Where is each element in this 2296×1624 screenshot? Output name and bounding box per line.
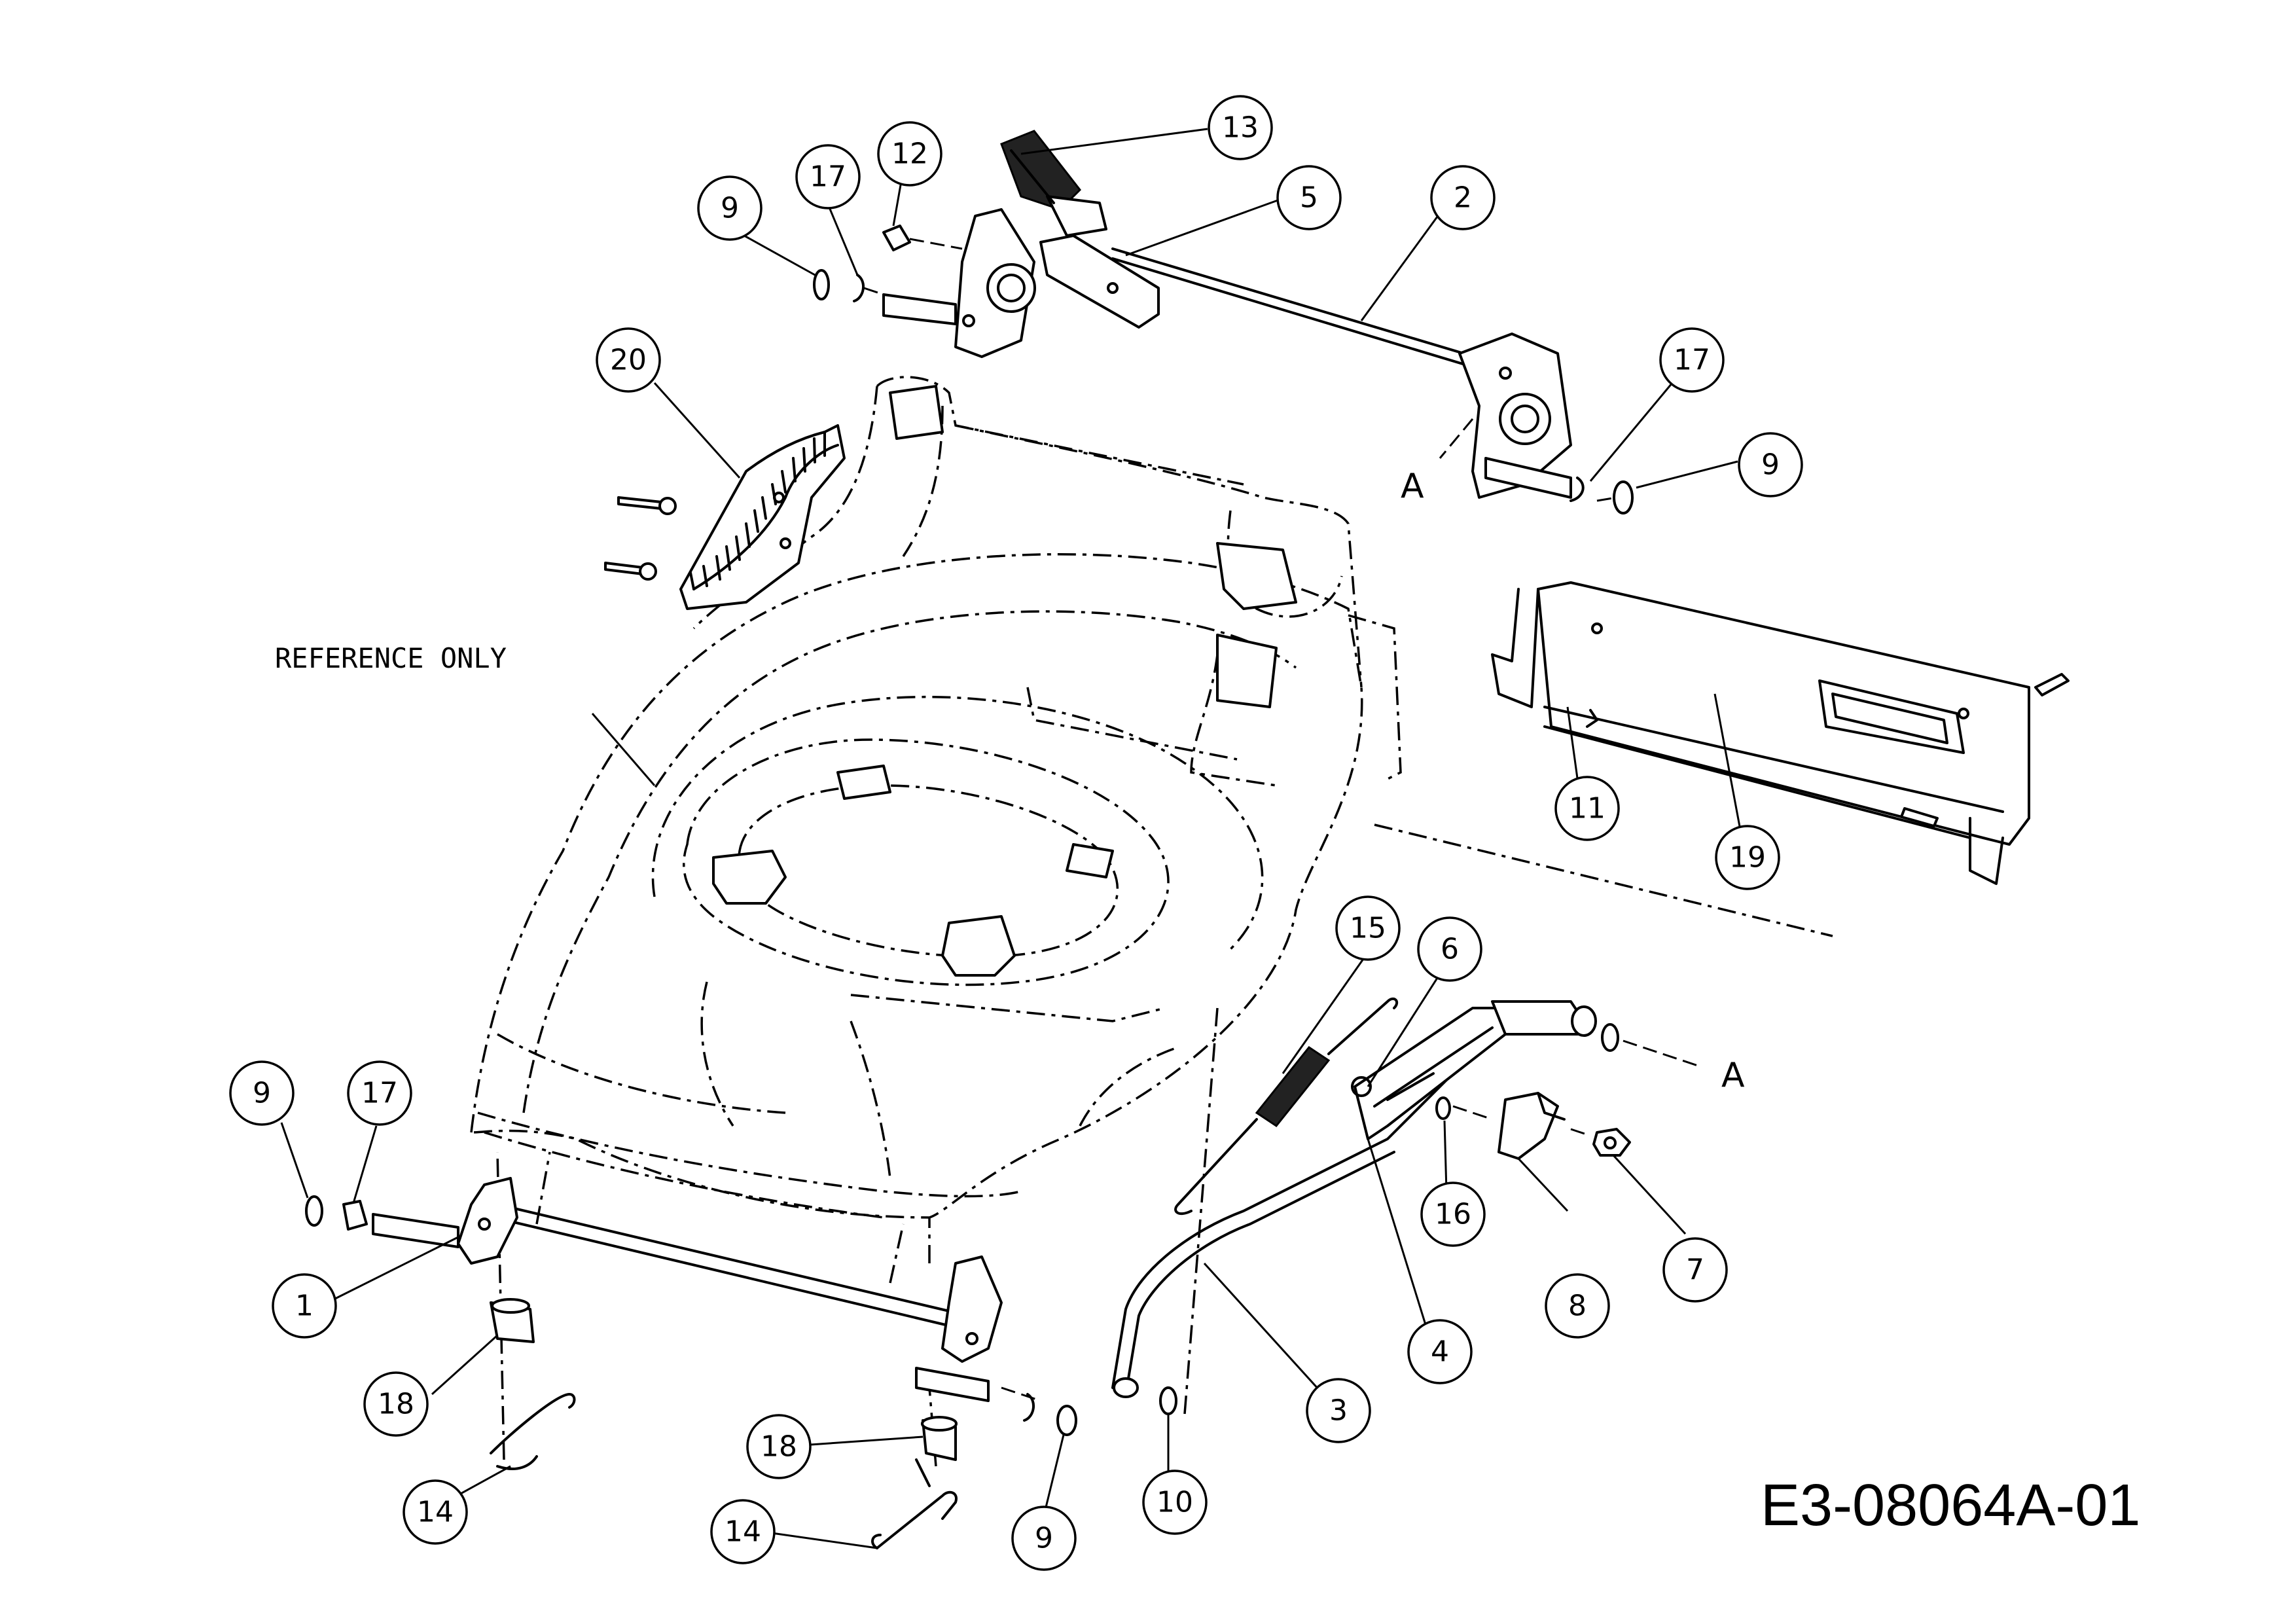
plate-teeth (689, 431, 826, 590)
svg-text:16: 16 (1435, 1198, 1471, 1231)
callout-18-left: 18 (363, 1371, 429, 1437)
callout-16: 16 (1420, 1182, 1486, 1247)
svg-text:17: 17 (1674, 344, 1710, 377)
callout-9-left: 9 (229, 1060, 295, 1126)
svg-text:19: 19 (1729, 841, 1766, 875)
front-axle-assembly (305, 1177, 1077, 1549)
callout-14-left: 14 (403, 1479, 468, 1545)
callout-18-right: 18 (746, 1414, 812, 1479)
callout-6: 6 (1417, 916, 1482, 982)
svg-text:14: 14 (725, 1515, 761, 1549)
callout-2: 2 (1430, 165, 1496, 230)
callout-17-top: 17 (795, 144, 861, 209)
callout-17-left: 17 (347, 1060, 412, 1126)
callout-1: 1 (272, 1273, 337, 1339)
svg-text:7: 7 (1686, 1254, 1704, 1287)
callout-4: 4 (1407, 1319, 1473, 1384)
leader-lines (280, 128, 1746, 1549)
callout-17-right: 17 (1659, 327, 1725, 393)
svg-text:9: 9 (1035, 1522, 1053, 1555)
svg-text:4: 4 (1431, 1335, 1449, 1369)
svg-text:6: 6 (1441, 933, 1459, 966)
svg-text:2: 2 (1454, 181, 1472, 215)
svg-text:15: 15 (1350, 912, 1386, 945)
svg-text:1: 1 (295, 1290, 314, 1323)
callout-11: 11 (1554, 776, 1620, 841)
svg-text:18: 18 (761, 1430, 797, 1464)
svg-text:5: 5 (1300, 181, 1318, 215)
callout-3: 3 (1306, 1378, 1371, 1443)
lever-linkage (1111, 997, 1702, 1415)
svg-text:12: 12 (891, 137, 928, 171)
callout-15: 15 (1335, 895, 1401, 961)
connection-marker-top: A (1401, 467, 1424, 506)
callout-12: 12 (877, 121, 942, 187)
callout-13: 13 (1208, 95, 1273, 160)
callout-9-right: 9 (1738, 432, 1803, 497)
drawing-number: E3-08064A-01 (1761, 1473, 2140, 1538)
callout-19: 19 (1715, 825, 1780, 890)
reference-only-note: REFERENCE ONLY (275, 642, 507, 674)
svg-text:9: 9 (1761, 448, 1780, 482)
rear-axle-assembly (813, 130, 1634, 514)
svg-text:20: 20 (610, 344, 647, 377)
height-adjust-plate (604, 424, 846, 610)
svg-text:14: 14 (417, 1496, 454, 1529)
svg-text:9: 9 (721, 192, 739, 225)
callout-10: 10 (1142, 1470, 1208, 1535)
callout-14-right: 14 (710, 1499, 776, 1564)
callout-20: 20 (596, 327, 661, 393)
mower-deck-outline (470, 376, 1833, 1467)
svg-text:13: 13 (1222, 111, 1259, 145)
callout-7: 7 (1662, 1237, 1728, 1303)
svg-text:18: 18 (378, 1388, 414, 1421)
callout-8: 8 (1545, 1273, 1610, 1339)
connection-marker-bottom: A (1721, 1056, 1745, 1095)
svg-text:10: 10 (1157, 1486, 1193, 1519)
svg-text:8: 8 (1568, 1290, 1587, 1323)
rear-frame (1491, 581, 2070, 885)
svg-text:17: 17 (361, 1077, 398, 1110)
svg-text:17: 17 (810, 160, 846, 194)
svg-text:3: 3 (1329, 1394, 1348, 1428)
svg-text:9: 9 (253, 1077, 271, 1110)
callout-9-bottom: 9 (1011, 1506, 1077, 1571)
svg-text:11: 11 (1569, 792, 1605, 825)
callout-9-top: 9 (697, 175, 762, 241)
callout-5: 5 (1276, 165, 1342, 230)
